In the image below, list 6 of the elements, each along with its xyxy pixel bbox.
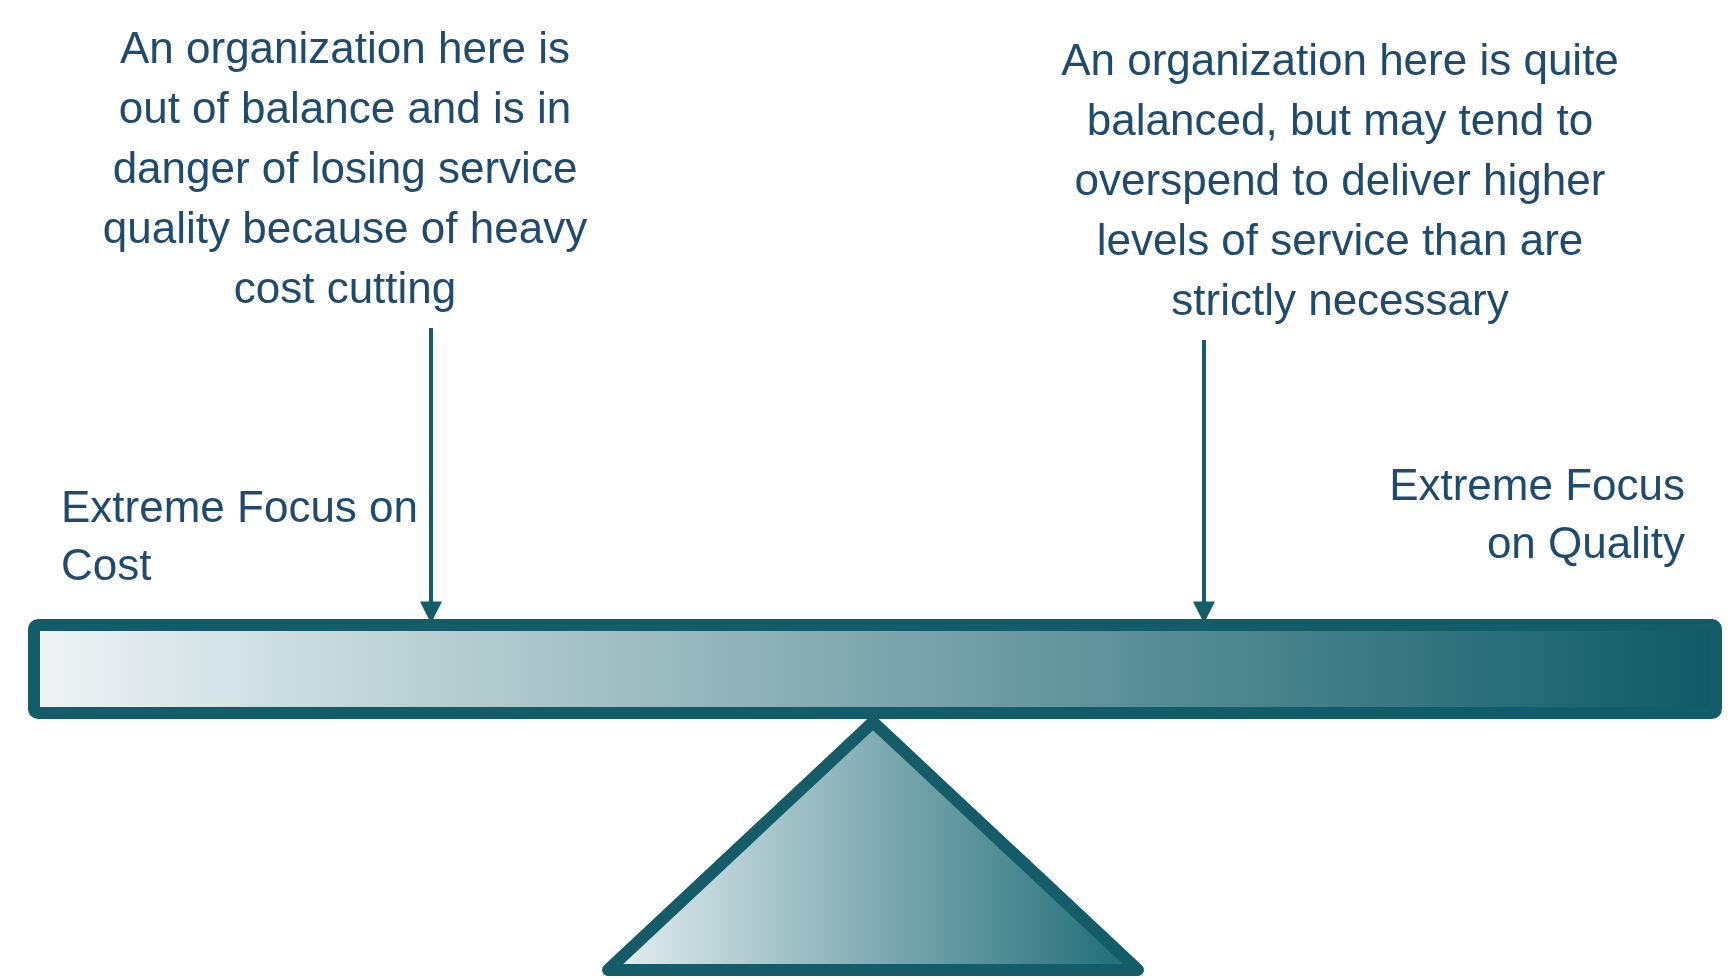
- end-label: Extreme Focus on Quality: [1388, 459, 1685, 569]
- annotation-text: An organization here is out of balance and is in danger of losing service quality because of heavy cost cutting: [85, 18, 605, 318]
- fulcrum-triangle: [602, 716, 1144, 976]
- seesaw-beam: [28, 619, 1722, 719]
- end-label: Extreme Focus on Cost: [61, 481, 420, 591]
- annotation-text: An organization here is quite balanced, but may tend to overspend to deliver higher levels of service than are strictly necessary: [1060, 30, 1620, 330]
